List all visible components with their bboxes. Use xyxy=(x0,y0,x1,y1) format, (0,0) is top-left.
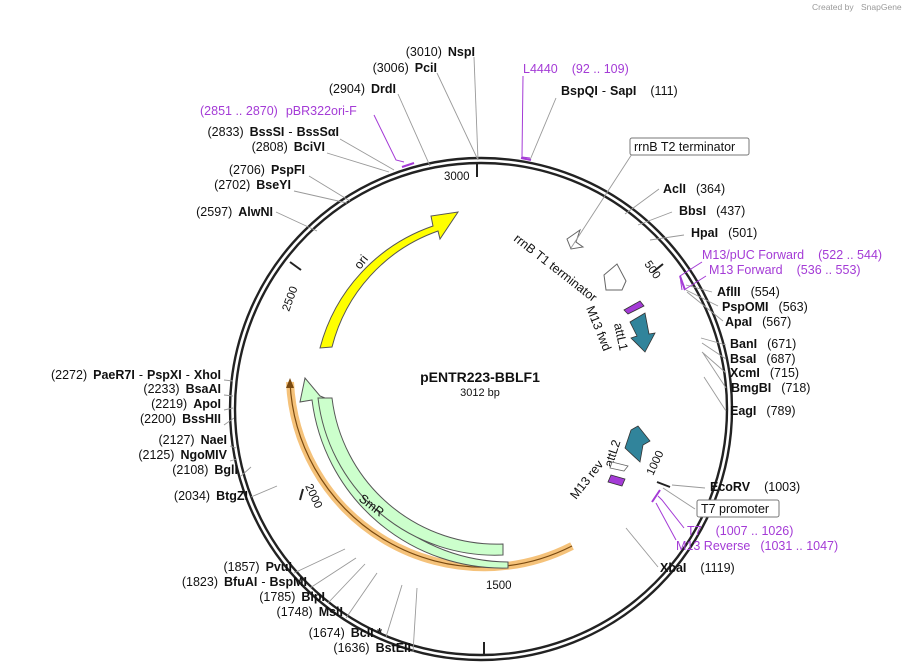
enzyme-bsssi: (2833)BssSI-BssSαI xyxy=(208,125,340,139)
attl2-feature-arrow xyxy=(624,425,651,463)
attl1-label: attL1 xyxy=(611,322,630,352)
tick-label-2000: 2000 xyxy=(302,482,324,510)
tick-label-1500: 1500 xyxy=(486,580,512,592)
plasmid-length: 3012 bp xyxy=(460,387,500,399)
rrnb-t2-terminator-box xyxy=(629,137,750,156)
m13-rev-label: M13 rev xyxy=(567,457,606,502)
smr-highlight-arrowhead xyxy=(286,378,294,388)
plasmid-name: pENTR223-BBLF1 xyxy=(420,369,540,385)
enzyme-apai: ApaI(567) xyxy=(725,315,791,329)
enzyme-bani: BanI(671) xyxy=(730,337,796,351)
primer-pbr322ori-f: (2851 .. 2870)pBR322ori-F xyxy=(200,104,357,118)
enzyme-aflii: AflII(554) xyxy=(717,285,780,299)
backbone-inner-ring xyxy=(233,161,729,657)
enzyme-bsshii: (2200)BssHII xyxy=(140,412,221,426)
smr-highlight-line xyxy=(289,381,573,568)
l4440-primer-ring-mark xyxy=(520,157,532,161)
left-leader-lines xyxy=(223,56,479,653)
m13-rev-feature xyxy=(607,474,626,487)
rrnb-t2-terminator-arrow xyxy=(566,228,585,250)
pbr322-primer-mark xyxy=(401,162,415,168)
enzyme-pspomi: PspOMI(563) xyxy=(722,300,808,314)
m13-reverse-primer-leader xyxy=(655,502,677,541)
tick-label-500: 500 xyxy=(642,259,663,282)
enzyme-msli: (1748)MslI xyxy=(277,605,343,619)
primer-m13-puc-forward: M13/pUC Forward(522 .. 544) xyxy=(702,248,882,262)
enzyme-alwni: (2597)AlwNI xyxy=(196,205,273,219)
pbr322-primer-leader xyxy=(373,114,405,163)
enzyme-bcli: (1674)BclI * xyxy=(309,626,383,640)
smr-feature-body xyxy=(317,397,504,556)
primer-l4440: L4440(92 .. 109) xyxy=(523,62,629,76)
rrnb-t1-label: rrnB T1 terminator xyxy=(511,231,599,304)
enzyme-bspqi: BspQI-SapI(111) xyxy=(561,84,678,98)
primer-t7: T7(1007 .. 1026) xyxy=(687,524,793,538)
enzyme-bsai: BsaI(687) xyxy=(730,352,796,366)
t7-primer-leader xyxy=(657,495,685,529)
m13-fwd-label: M13 fwd xyxy=(583,304,614,353)
ori-feature-arrow xyxy=(319,211,460,349)
enzyme-nspi: (3010)NspI xyxy=(406,45,475,59)
m13-fwd-feature xyxy=(623,300,645,315)
enzyme-bbsi: BbsI(437) xyxy=(679,204,745,218)
attl1-feature-arrow xyxy=(629,312,656,353)
m13-forward-primer-leader xyxy=(683,275,707,291)
tick-label-3000: 3000 xyxy=(444,171,470,183)
enzyme-blpi: (1785)BlpI xyxy=(259,590,325,604)
enzyme-bfuai: (1823)BfuAI-BspMI xyxy=(182,575,307,589)
primer-m13-reverse: M13 Reverse(1031 .. 1047) xyxy=(676,539,838,553)
enzyme-bgli: (2108)BglI xyxy=(172,463,238,477)
tick-marks xyxy=(289,163,671,655)
enzyme-naei: (2127)NaeI xyxy=(158,433,227,447)
enzyme-pcii: (3006)PciI xyxy=(373,61,437,75)
enzyme-ecorv: EcoRV(1003) xyxy=(710,480,800,494)
enzyme-hpai: HpaI(501) xyxy=(691,226,757,240)
enzyme-pspfi: (2706)PspFI xyxy=(229,163,305,177)
enzyme-bcivi: (2808)BciVI xyxy=(252,140,325,154)
m13-rev-outline xyxy=(609,461,629,472)
enzyme-drdi: (2904)DrdI xyxy=(329,82,396,96)
enzyme-acli: AclI(364) xyxy=(663,182,725,196)
enzyme-xcmi: XcmI(715) xyxy=(730,366,799,380)
enzyme-ngomiv: (2125)NgoMIV xyxy=(138,448,227,462)
m13-primer-ring-mark xyxy=(679,275,686,291)
rrnb-t1-terminator-arrow xyxy=(603,263,627,291)
credit-text: Created by xyxy=(812,2,854,12)
tick-label-1000: 1000 xyxy=(645,449,667,477)
enzyme-xbai: XbaI(1119) xyxy=(660,561,735,575)
primer-m13-forward: M13 Forward(536 .. 553) xyxy=(709,263,861,277)
enzyme-apoi: (2219)ApoI xyxy=(151,397,221,411)
enzyme-pvui: (1857)PvuI xyxy=(223,560,292,574)
enzyme-bsteii: (1636)BstEII xyxy=(333,641,411,655)
t7-primer-ring-mark xyxy=(651,489,661,503)
right-leader-lines xyxy=(529,97,727,568)
enzyme-btgzi: (2034)BtgZI xyxy=(174,489,248,503)
ori-label: ori xyxy=(351,252,371,272)
t7-promoter-box xyxy=(696,499,780,518)
enzyme-paer7i: (2272)PaeR7I-PspXI-XhoI xyxy=(51,368,221,382)
tick-label-2500: 2500 xyxy=(281,285,301,313)
enzyme-bseyi: (2702)BseYI xyxy=(214,178,291,192)
credit-brand: SnapGene xyxy=(861,2,902,12)
t7-promoter-label: T7 promoter xyxy=(701,502,769,516)
l4440-primer-leader xyxy=(521,75,531,159)
rrnb-t2-terminator-label: rrnB T2 terminator xyxy=(634,140,735,154)
enzyme-bmgbi: BmgBI(718) xyxy=(731,381,810,395)
enzyme-bsaai: (2233)BsaAI xyxy=(143,382,221,396)
enzyme-eagi: EagI(789) xyxy=(730,404,796,418)
